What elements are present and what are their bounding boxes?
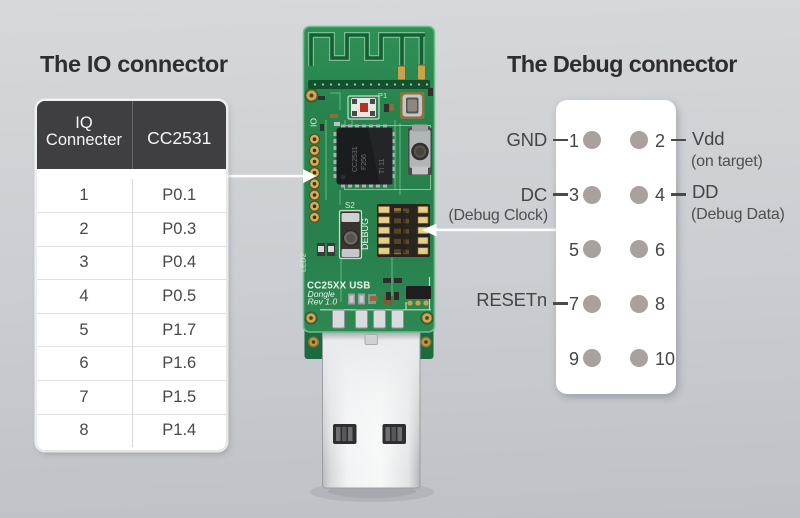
svg-text:IO: IO: [309, 118, 319, 127]
svg-text:LED2: LED2: [299, 253, 308, 272]
svg-text:CC2531: CC2531: [352, 146, 359, 172]
svg-text:TI 11: TI 11: [379, 158, 386, 174]
svg-text:Rev 1.0: Rev 1.0: [308, 297, 338, 307]
svg-text:CC25XX USB: CC25XX USB: [307, 281, 371, 292]
svg-text:P1: P1: [378, 91, 387, 100]
svg-text:Dongle: Dongle: [308, 289, 335, 299]
svg-text:DEBUG: DEBUG: [360, 218, 370, 250]
svg-text:S2: S2: [345, 201, 355, 210]
svg-text:F256: F256: [361, 154, 368, 170]
